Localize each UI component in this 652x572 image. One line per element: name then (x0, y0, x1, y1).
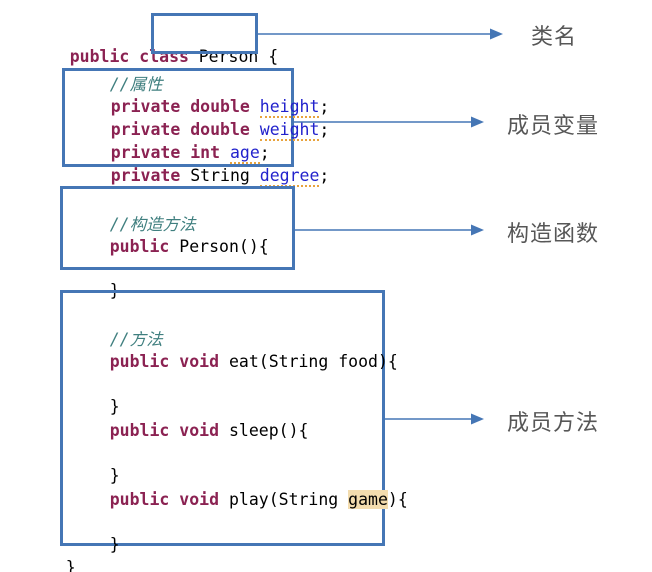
constructor-signature-text: Person(){ (169, 237, 269, 256)
annotation-label-constructor: 构造函数 (507, 222, 600, 247)
method-keyword: public void (109, 352, 220, 371)
field-type: String (190, 166, 250, 185)
constructor-comment: //构造方法 (109, 215, 196, 234)
constructor-signature: public Person(){ (70, 212, 269, 281)
method-signature-play: public void play(String game){ (70, 465, 408, 534)
method-signature-sleep: public void sleep(){ (70, 396, 309, 465)
field-semicolon: ; (319, 166, 330, 185)
field-row: private String degree; (71, 141, 329, 210)
class-close-brace: } (65, 558, 76, 572)
field-name: degree (259, 166, 320, 187)
method-signature-prefix: play(String (219, 490, 349, 509)
space (250, 166, 260, 185)
field-row: private int age; (71, 118, 270, 187)
field-type: double (190, 97, 250, 116)
arrow-to-constructor (294, 220, 484, 240)
method-close-brace-eat: } (109, 397, 120, 416)
arrow-to-class-name (258, 24, 503, 44)
field-semicolon: ; (319, 97, 330, 116)
field-name: height (259, 97, 320, 118)
method-signature-suffix: ){ (387, 490, 408, 509)
method-close-brace-play: } (109, 535, 120, 554)
field-semicolon: ; (259, 143, 270, 162)
field-modifier: private (110, 97, 181, 116)
arrow-to-member-method (384, 409, 484, 429)
field-row: private double weight; (71, 95, 329, 164)
class-name-value: Person { (198, 47, 279, 66)
fields-comment: //属性 (109, 75, 163, 94)
method-signature-eat: public void eat(String food){ (70, 327, 398, 396)
method-signature-text: sleep(){ (219, 421, 309, 440)
field-name: age (229, 143, 260, 164)
field-type: double (190, 120, 250, 139)
field-row: private double height; (71, 72, 329, 141)
method-close-brace-sleep: } (109, 466, 120, 485)
field-semicolon: ; (319, 120, 330, 139)
constructor-keyword: public (109, 237, 170, 256)
method-signature-text: eat(String food){ (219, 352, 398, 371)
field-modifier: private (110, 143, 181, 162)
annotation-label-class-name: 类名 (531, 25, 578, 50)
field-modifier: private (110, 120, 181, 139)
annotation-label-member-method: 成员方法 (507, 411, 600, 436)
arrow-to-member-variable (294, 112, 484, 132)
field-type: int (190, 143, 221, 162)
space (180, 166, 190, 185)
method-keyword: public void (109, 490, 220, 509)
field-name: weight (259, 120, 320, 141)
methods-comment: //方法 (109, 330, 163, 349)
method-keyword: public void (109, 421, 220, 440)
field-modifier: private (110, 166, 181, 185)
highlighted-parameter: game (348, 490, 388, 509)
annotation-label-member-variable: 成员变量 (507, 114, 600, 139)
